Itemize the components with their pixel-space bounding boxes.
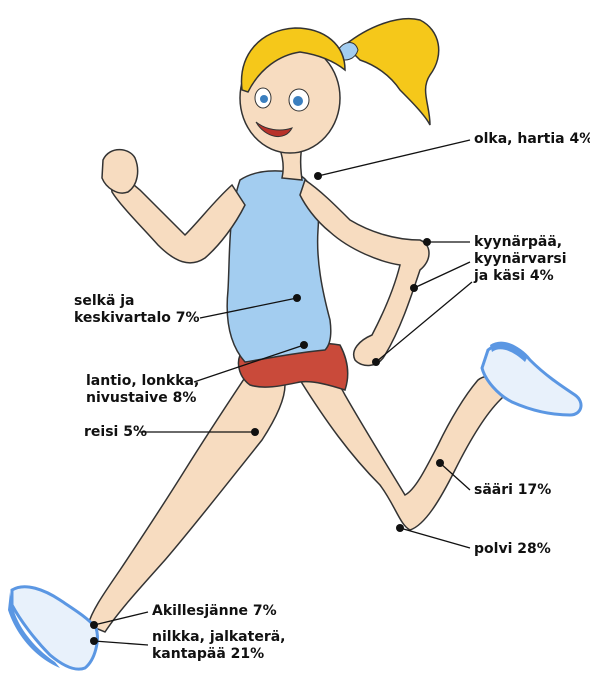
label-thigh: reisi 5%: [84, 424, 147, 441]
label-shin-line1: sääri 17%: [474, 482, 551, 499]
label-shoulder: olka, hartia 4%: [474, 131, 590, 148]
label-elbow-line3: ja käsi 4%: [474, 268, 567, 285]
label-hip-line2: nivustaive 8%: [86, 390, 199, 407]
back-arm: [112, 178, 245, 263]
label-achilles-line1: Akillesjänne 7%: [152, 603, 277, 620]
label-ankle: nilkka, jalkaterä, kantapää 21%: [152, 629, 286, 663]
label-back-line2: keskivartalo 7%: [74, 310, 200, 327]
back-leg: [88, 370, 285, 632]
label-elbow-line1: kyynärpää,: [474, 234, 567, 251]
label-achilles: Akillesjänne 7%: [152, 603, 277, 620]
back-shoe: [12, 587, 97, 669]
ponytail: [345, 19, 439, 125]
label-hip-line1: lantio, lonkka,: [86, 373, 199, 390]
label-back: selkä ja keskivartalo 7%: [74, 293, 200, 327]
label-hip: lantio, lonkka, nivustaive 8%: [86, 373, 199, 407]
label-thigh-line1: reisi 5%: [84, 424, 147, 441]
label-knee: polvi 28%: [474, 541, 551, 558]
label-ankle-line2: kantapää 21%: [152, 646, 286, 663]
label-knee-line1: polvi 28%: [474, 541, 551, 558]
label-ankle-line1: nilkka, jalkaterä,: [152, 629, 286, 646]
label-shoulder-line1: olka, hartia 4%: [474, 131, 590, 148]
label-elbow: kyynärpää, kyynärvarsi ja käsi 4%: [474, 234, 567, 285]
label-elbow-line2: kyynärvarsi: [474, 251, 567, 268]
fist: [102, 150, 138, 193]
front-shoe: [482, 345, 581, 415]
label-back-line1: selkä ja: [74, 293, 200, 310]
label-shin: sääri 17%: [474, 482, 551, 499]
